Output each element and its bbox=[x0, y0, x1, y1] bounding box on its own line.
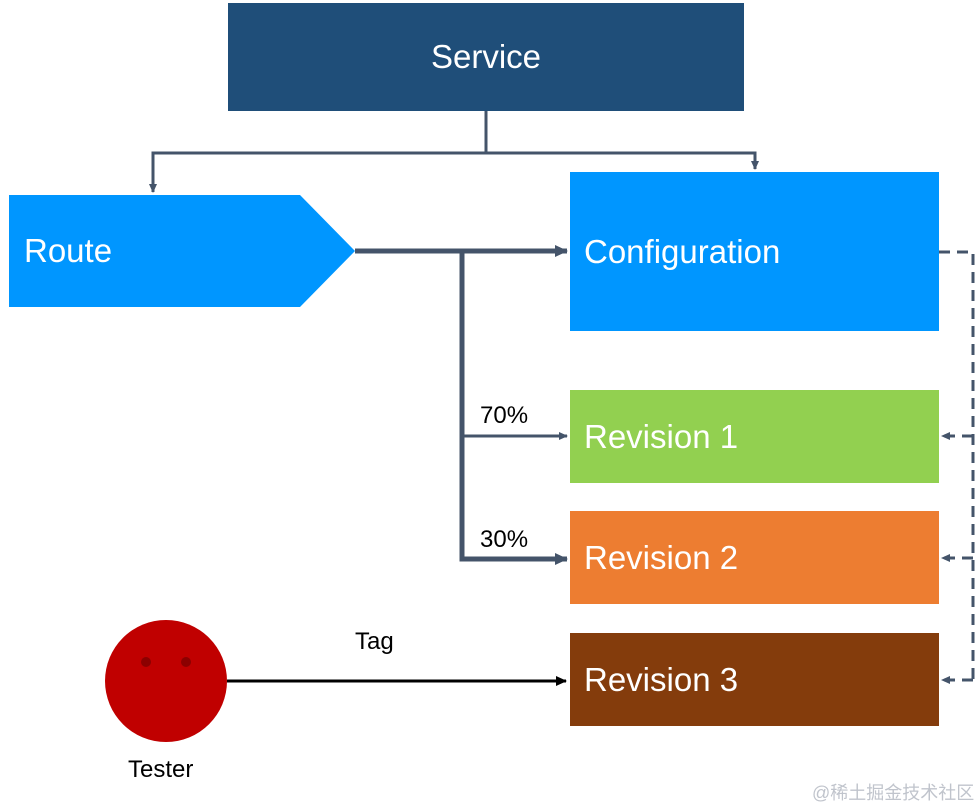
revision-2-node: Revision 2 bbox=[570, 511, 939, 604]
tester-avatar bbox=[105, 620, 227, 742]
tester-left-eye bbox=[141, 657, 151, 667]
watermark: @稀土掘金技术社区 bbox=[812, 783, 975, 803]
configuration-label: Configuration bbox=[584, 232, 781, 270]
tester-right-eye bbox=[181, 657, 191, 667]
revision-2-label: Revision 2 bbox=[584, 538, 739, 576]
service-to-route-connector bbox=[149, 111, 488, 193]
revision-1-label: Revision 1 bbox=[584, 417, 739, 455]
traffic-split-70-label: 70% bbox=[480, 402, 529, 429]
service-label: Service bbox=[430, 38, 542, 75]
revision-3-node: Revision 3 bbox=[570, 633, 939, 726]
revision-3-label: Revision 3 bbox=[584, 660, 739, 698]
service-node: Service bbox=[228, 3, 744, 111]
configuration-revisions-dashed-trunk bbox=[939, 250, 975, 680]
revision-1-node: Revision 1 bbox=[570, 390, 939, 483]
tester-label: Tester bbox=[128, 756, 194, 783]
route-label: Route bbox=[24, 232, 113, 269]
service-to-configuration-connector bbox=[486, 151, 759, 170]
route-shape bbox=[9, 195, 355, 307]
route-split-trunk bbox=[459, 251, 568, 565]
tag-label: Tag bbox=[355, 628, 394, 655]
traffic-split-30-label: 30% bbox=[480, 526, 529, 553]
configuration-node: Configuration bbox=[570, 172, 939, 331]
